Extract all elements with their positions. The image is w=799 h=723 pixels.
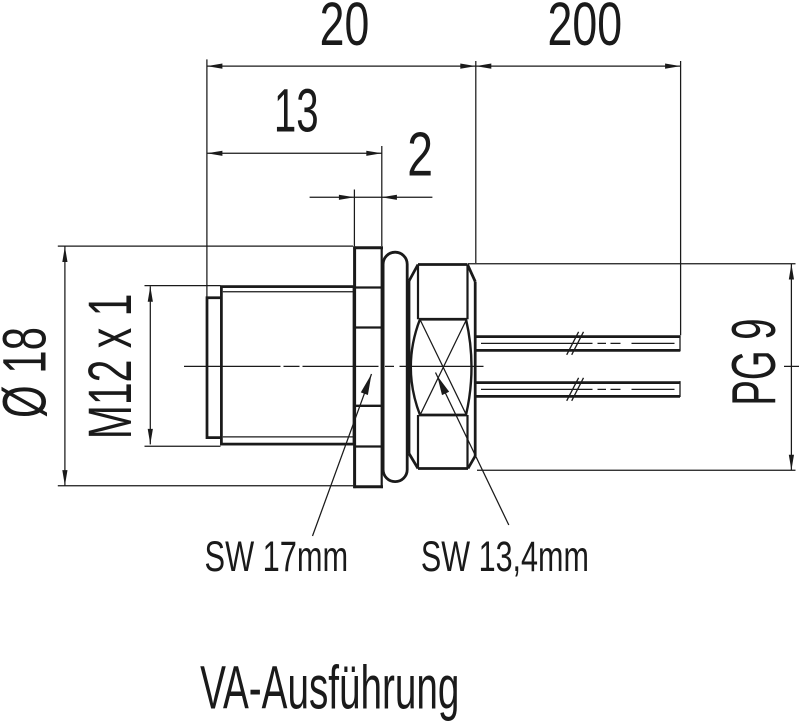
svg-text:Ø 18: Ø 18 <box>0 327 59 418</box>
svg-text:PG 9: PG 9 <box>718 319 788 406</box>
svg-text:M12 x 1: M12 x 1 <box>77 294 145 440</box>
svg-text:SW 13,4mm: SW 13,4mm <box>421 533 589 580</box>
svg-text:13: 13 <box>274 76 319 145</box>
svg-text:2: 2 <box>407 119 433 189</box>
svg-text:20: 20 <box>320 0 370 59</box>
svg-text:SW 17mm: SW 17mm <box>205 532 349 580</box>
svg-text:200: 200 <box>548 0 623 59</box>
svg-text:VA-Ausführung: VA-Ausführung <box>200 653 459 721</box>
